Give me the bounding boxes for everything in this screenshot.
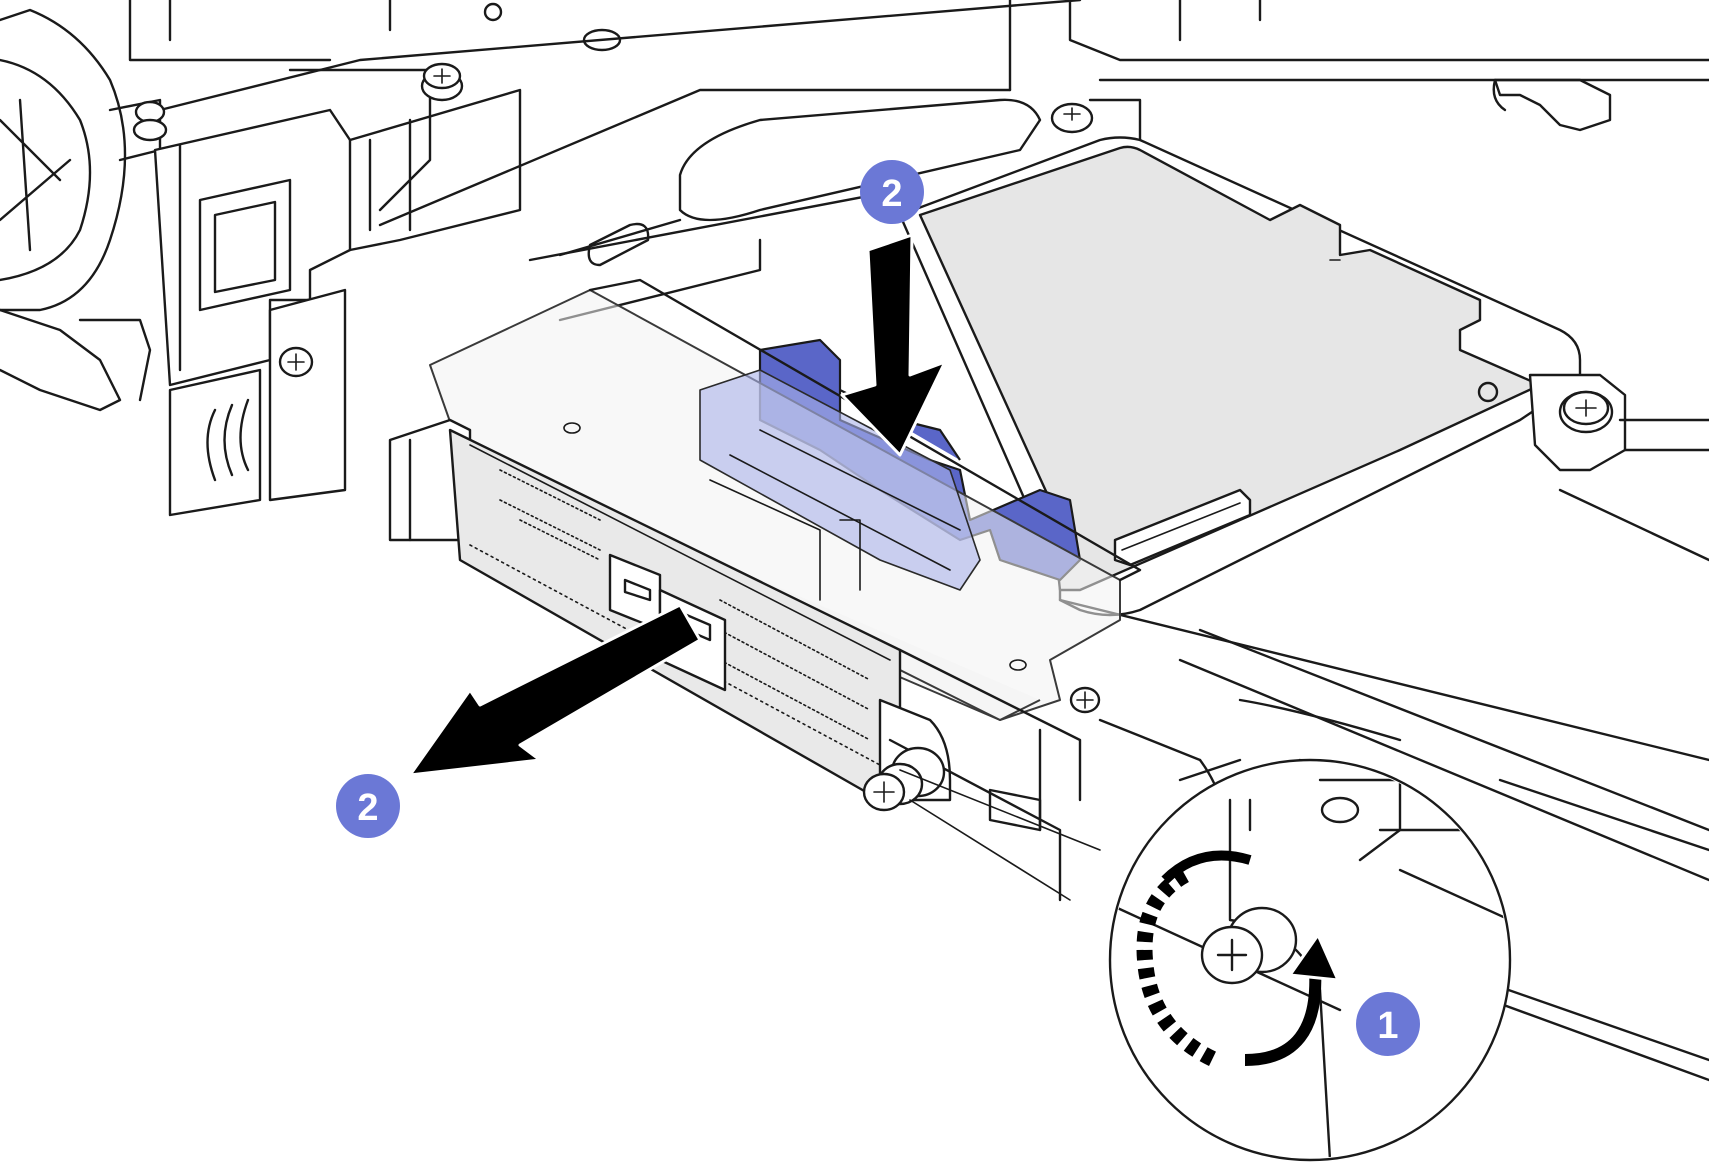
callout-label: 1 bbox=[1377, 1005, 1398, 1047]
callout-label: 2 bbox=[881, 173, 902, 215]
push-down-arrow bbox=[840, 233, 947, 457]
callout-step-1: 1 bbox=[1356, 992, 1420, 1056]
system-board bbox=[898, 98, 1709, 762]
callout-circle bbox=[1356, 992, 1420, 1056]
callout-circle bbox=[860, 160, 924, 224]
fan-module bbox=[0, 8, 168, 412]
callout-circle bbox=[336, 774, 400, 838]
magnifier-leader-lines bbox=[899, 769, 1101, 901]
callout-label: 2 bbox=[357, 787, 378, 829]
screw-top bbox=[420, 62, 464, 102]
chassis-frame bbox=[128, 0, 1709, 322]
pull-out-arrow bbox=[408, 603, 702, 777]
callout-step-2-push: 2 bbox=[860, 160, 924, 224]
left-bracket bbox=[153, 88, 522, 517]
callout-step-2-pull: 2 bbox=[336, 774, 400, 838]
magnified-detail bbox=[1108, 758, 1512, 1162]
